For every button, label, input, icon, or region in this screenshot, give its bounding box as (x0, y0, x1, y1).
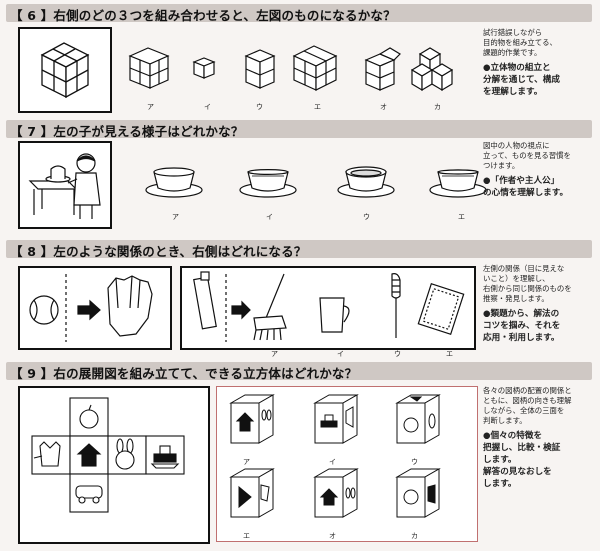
q6-bullet-line: を理解します。 (483, 87, 543, 97)
q9-bullet-line: 解答の見なおしを (483, 467, 552, 477)
q8-option-label: ア (271, 350, 278, 358)
q8-note: 左側の関係（目に見えな いこと）を理解し、 右側から同じ関係のものを 推察・発見… (483, 264, 597, 344)
q8-note-line: 左側の関係（目に見えな (483, 264, 565, 273)
q6-note: 試行錯誤しながら 目的物を組み立てる、 課題的作業です。 ●立体物の組立と 分解… (483, 28, 595, 98)
q9-note-line: 各々の図柄の配置の関係と (483, 386, 572, 395)
q7-option-label: エ (458, 213, 465, 221)
q7-note: 図中の人物の視点に 立って、ものを見る習慣を つけます。 ●「作者や主人公」 の… (483, 141, 595, 199)
q9-choice-cubes-icon (229, 394, 441, 518)
q7-option-label: ア (172, 213, 179, 221)
q6-bullet-line: ●立体物の組立と (483, 63, 551, 73)
q8-note-line: 右側から同じ関係のものを (483, 284, 572, 293)
q9-option-label: ア (243, 458, 250, 466)
q6-header: 【 6 】右側のどの３つを組み合わせると、左図のものになるかな？ (6, 4, 592, 23)
q6-note-line: 目的物を組み立てる、 (483, 38, 557, 47)
q9-option-label: イ (329, 458, 336, 466)
q9-cube-net-icon (31, 397, 185, 513)
q9-title: 【 9 】右の展開図を組み立てて、できる立方体はどれかな？ (10, 366, 358, 381)
q7-title: 【 7 】左の子が見える様子はどれかな？ (10, 124, 244, 139)
q9-option-label: ウ (411, 458, 418, 466)
q6-target-figure (18, 27, 112, 113)
q7-bullet-line: ●「作者や主人公」 (483, 176, 560, 186)
q8-example-pair (18, 266, 172, 350)
q7-child-scene (18, 141, 112, 229)
q8-header: 【 8 】左のような関係のとき、右側はどれになる？ (6, 240, 592, 259)
q6-note-line: 課題的作業です。 (483, 48, 542, 57)
q8-note-line: いこと）を理解し、 (483, 274, 550, 283)
q6-target-cube-icon (40, 42, 90, 99)
q9-note-line: 判断します。 (483, 416, 527, 425)
q7-option-label: イ (266, 213, 273, 221)
q6-note-line: 試行錯誤しながら (483, 28, 543, 37)
q6-option-label: ア (147, 103, 154, 111)
q6-option-label: オ (380, 103, 387, 111)
q6-option-label: カ (434, 103, 441, 111)
q6-option-label: ウ (256, 103, 263, 111)
q7-note-line: つけます。 (483, 161, 520, 170)
q9-bullet-line: します。 (483, 455, 517, 465)
q8-bullet-line: 応用・利用します。 (483, 333, 560, 343)
q9-option-label: カ (411, 532, 418, 540)
q8-choice-icons (193, 271, 465, 342)
q9-choice-panel (216, 386, 478, 542)
q9-option-label: オ (329, 532, 336, 540)
q6-option-label: イ (204, 103, 211, 111)
q9-bullet-line: ●個々の特徴を (483, 431, 543, 441)
q8-option-label: ウ (394, 350, 401, 358)
q8-choice-panel (180, 266, 476, 350)
q8-ball-glove-icon (29, 274, 153, 342)
q7-note-line: 図中の人物の視点に (483, 141, 550, 150)
q7-bullet-line: の心情を理解します。 (483, 188, 569, 198)
q6-option-shapes (128, 45, 454, 92)
q9-note: 各々の図柄の配置の関係と ともに、図柄の向きも理解 しながら、全体の三面を 判断… (483, 386, 597, 490)
q6-bullet-line: 分解を通じて、構成 (483, 75, 560, 85)
q7-option-label: ウ (363, 213, 370, 221)
q6-title: 【 6 】右側のどの３つを組み合わせると、左図のものになるかな？ (10, 8, 396, 23)
q9-bullet-line: 把握し、比較・検証 (483, 443, 561, 453)
q9-header: 【 9 】右の展開図を組み立てて、できる立方体はどれかな？ (6, 362, 592, 381)
q9-note-line: ともに、図柄の向きも理解 (483, 396, 572, 405)
q7-option-cups (145, 166, 487, 198)
q8-note-line: 推察・発見します。 (483, 294, 549, 303)
q8-bullet-line: ●類題から、解法の (483, 309, 560, 319)
q6-option-label: エ (314, 103, 321, 111)
q9-note-line: しながら、全体の三面を (483, 406, 565, 415)
q7-header: 【 7 】左の子が見える様子はどれかな？ (6, 120, 592, 139)
q8-option-label: イ (337, 350, 344, 358)
q8-title: 【 8 】左のような関係のとき、右側はどれになる？ (10, 244, 307, 259)
q9-net-diagram (18, 386, 210, 544)
q8-bullet-line: コツを掴み、それを (483, 321, 561, 331)
q8-option-label: エ (446, 350, 453, 358)
q9-option-label: エ (243, 532, 250, 540)
q9-bullet-line: します。 (483, 479, 517, 489)
q7-note-line: 立って、ものを見る習慣を (483, 151, 571, 160)
q7-child-table-icon (28, 153, 101, 219)
